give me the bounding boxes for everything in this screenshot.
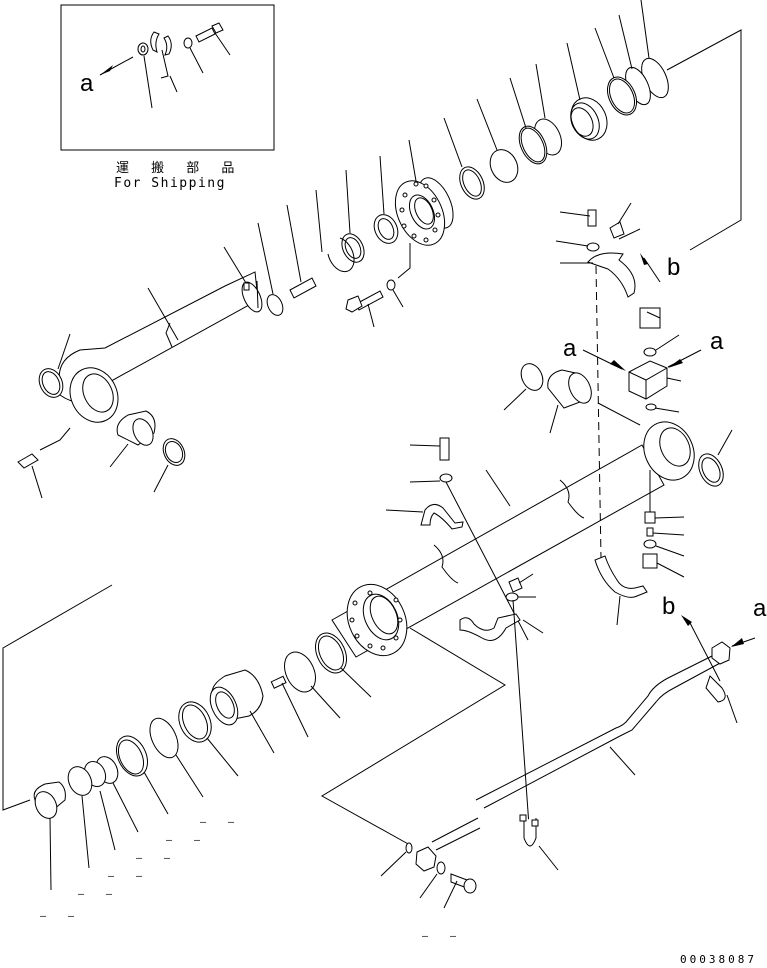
part-number-placeholder: – – (40, 911, 83, 922)
callout-a-block-right: a (710, 328, 724, 355)
part-number-placeholder: – – (200, 817, 243, 828)
piston-rod (17, 246, 263, 499)
port-fitting-stack (642, 470, 685, 578)
cylinder-head (394, 139, 454, 279)
callout-b-clamp-bottom: b (662, 593, 676, 620)
callout-b-clamp-top: b (667, 254, 681, 281)
callout-a-inset: a (80, 70, 94, 97)
clamp-top (555, 202, 661, 298)
shipping-caption-english: For Shipping (114, 176, 226, 191)
clamp-middle (459, 573, 544, 841)
valve-block (582, 307, 702, 413)
part-number-placeholder: – – (78, 889, 121, 900)
clamp-bottom (594, 555, 721, 682)
callout-a-tube-end: a (753, 595, 767, 622)
cylinder-tube (321, 363, 733, 846)
shipping-caption-japanese: 運 搬 部 品 (116, 161, 244, 176)
clamp-left (385, 437, 529, 641)
hydraulic-tube (380, 637, 756, 909)
part-number-placeholder: – – (422, 931, 465, 942)
callout-a-block-left: a (563, 335, 577, 362)
rod-seal-stack (443, 0, 742, 251)
piston-seal-stack (2, 584, 372, 891)
head-small-parts (257, 155, 404, 328)
drawing-number: 00038087 (680, 953, 757, 966)
shipping-inset-box (60, 4, 275, 151)
part-number-placeholder: – – (166, 835, 209, 846)
part-number-placeholder: – – (108, 871, 151, 882)
part-number-placeholder: – – (136, 853, 179, 864)
